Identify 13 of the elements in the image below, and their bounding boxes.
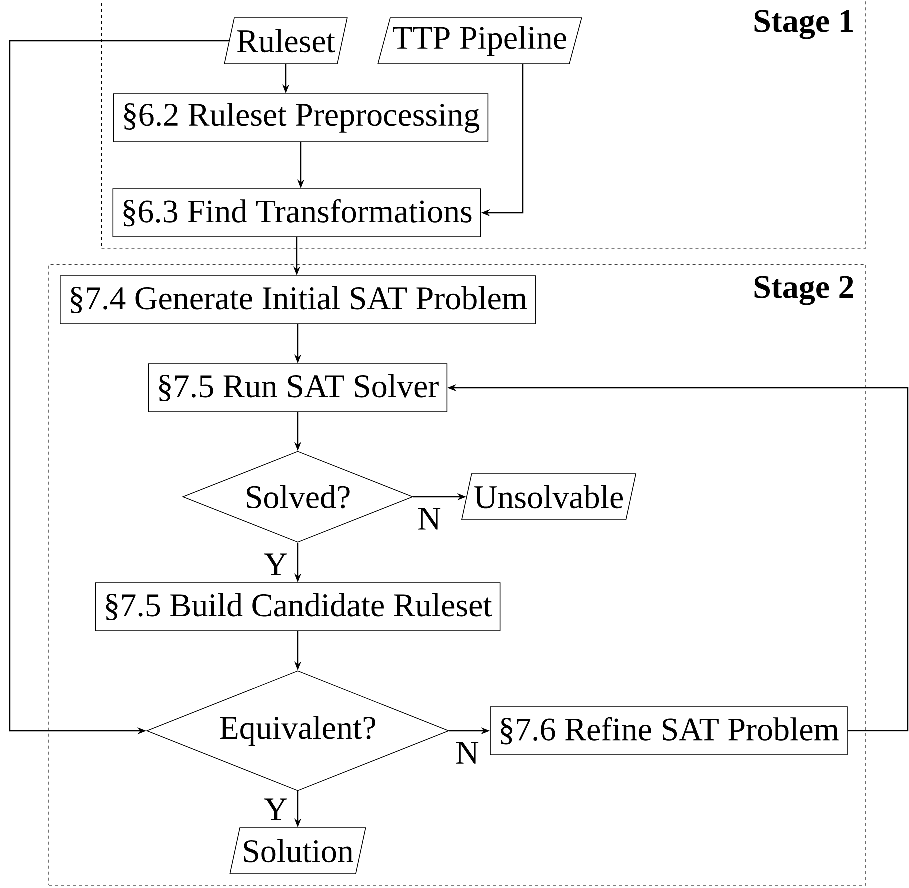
process-box: §7.4 Generate Initial SAT Problem — [60, 276, 536, 324]
process-box: §7.5 Run SAT Solver — [148, 364, 448, 412]
data-parallelogram: Ruleset — [224, 18, 348, 64]
process-box: §6.3 Find Transformations — [112, 188, 482, 238]
edge-label: Y — [263, 798, 289, 822]
process-box: §7.6 Refine SAT Problem — [490, 706, 848, 756]
edge-label: N — [416, 507, 442, 531]
edge-label: Y — [263, 552, 289, 576]
edge-label: N — [454, 741, 480, 765]
data-parallelogram: Solution — [230, 828, 366, 874]
process-box: §6.2 Ruleset Preprocessing — [113, 94, 489, 142]
process-box: §7.5 Build Candidate Ruleset — [95, 582, 501, 632]
data-parallelogram: TTP Pipeline — [378, 18, 582, 64]
